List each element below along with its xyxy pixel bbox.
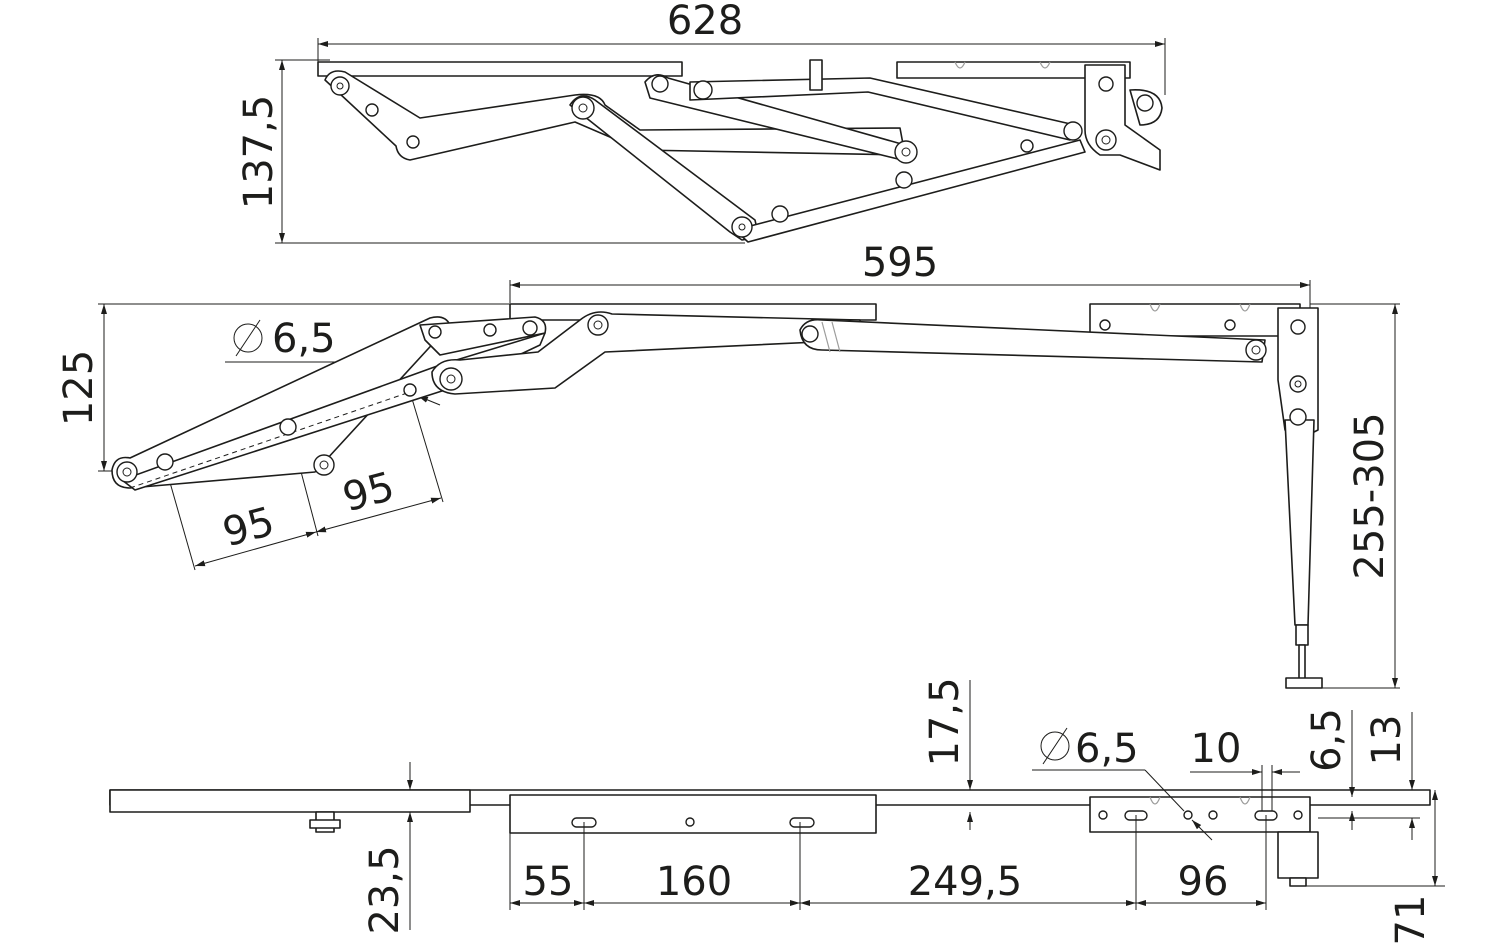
dim-hole-6-5-mid: 6,5	[272, 316, 336, 362]
dim-249-5: 249,5	[908, 859, 1023, 905]
extended-lower-arm	[111, 316, 451, 489]
extended-support-leg	[1284, 419, 1315, 626]
side-mounting-holes	[571, 810, 1303, 828]
dim-55: 55	[523, 859, 574, 905]
extended-right-plate	[1089, 303, 1301, 337]
dim-6-5-right: 6,5	[1304, 708, 1350, 772]
dim-71: 71	[1388, 895, 1434, 946]
extended-pivot-pins	[116, 314, 1307, 483]
extended-main-link	[431, 311, 861, 395]
folded-gas-spring-rod	[809, 59, 823, 91]
dim-95-left: 95	[218, 499, 279, 557]
left-mounting-plate	[317, 61, 683, 77]
folded-pivot-pins	[330, 75, 1154, 238]
dim-125: 125	[56, 350, 102, 426]
dim-95-right: 95	[338, 464, 399, 522]
folded-link-c	[734, 139, 1086, 243]
dim-595: 595	[862, 240, 938, 286]
extended-connector-plate	[419, 316, 547, 356]
side-profile-view: 23,5 17,5 6,5 10 6,5 13 71	[109, 677, 1445, 946]
dim-17-5: 17,5	[922, 677, 968, 766]
dim-hole-6-5-bottom: 6,5	[1075, 726, 1139, 772]
folded-mechanism-view: 628 137,5	[236, 0, 1166, 244]
dim-96: 96	[1178, 859, 1229, 905]
dim-23-5: 23,5	[362, 845, 408, 934]
right-mounting-plate	[896, 61, 1131, 79]
dim-137-5: 137,5	[236, 95, 282, 210]
side-left-bracket	[509, 794, 877, 834]
side-left-end-plate	[109, 789, 471, 813]
dim-10: 10	[1191, 726, 1242, 772]
dim-255-305: 255-305	[1347, 412, 1393, 579]
side-leg-block	[1277, 831, 1319, 879]
dim-628: 628	[667, 0, 743, 44]
extended-leg-foot	[1285, 677, 1323, 689]
dim-160: 160	[656, 859, 732, 905]
extended-mechanism-view: 595 125 255-305 6,5 95 95	[56, 240, 1400, 689]
extended-leg-adjuster	[1295, 624, 1309, 646]
dim-13: 13	[1364, 715, 1410, 766]
